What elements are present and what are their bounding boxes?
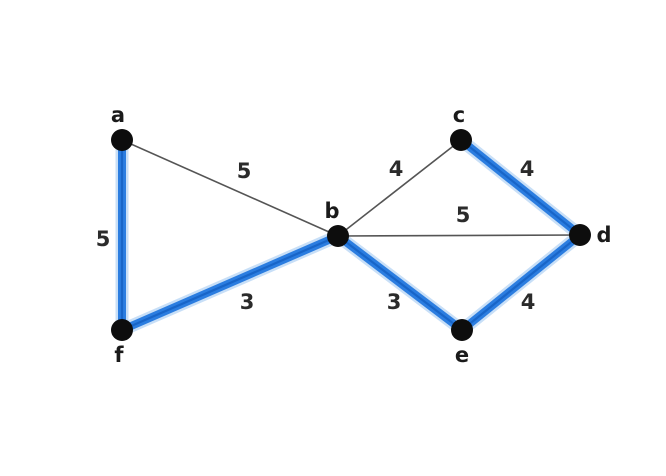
edge-weight-e-d: 4 bbox=[521, 290, 536, 314]
graph-node-e bbox=[451, 319, 473, 341]
graph-node-a bbox=[111, 129, 133, 151]
graph-node-d bbox=[569, 224, 591, 246]
graph-node-b bbox=[327, 225, 349, 247]
node-label-e: e bbox=[455, 343, 469, 367]
edge-core-layer bbox=[120, 138, 582, 332]
edge-weight-f-b: 3 bbox=[240, 290, 255, 314]
edge-core-f-b bbox=[120, 234, 340, 332]
node-label-b: b bbox=[324, 199, 339, 223]
edge-core-c-d bbox=[459, 138, 582, 237]
node-label-f: f bbox=[114, 343, 124, 367]
edge-plain-b-d bbox=[337, 234, 581, 237]
edge-core-b-e bbox=[336, 234, 464, 332]
graph-node-c bbox=[450, 129, 472, 151]
node-layer bbox=[111, 129, 591, 341]
node-label-d: d bbox=[596, 223, 611, 247]
weight-label-layer: 5 5 3 4 4 5 3 4 bbox=[96, 157, 536, 314]
edge-weight-b-d: 5 bbox=[456, 203, 471, 227]
edge-weight-b-c: 4 bbox=[389, 157, 404, 181]
node-label-c: c bbox=[453, 103, 465, 127]
graph-node-f bbox=[111, 319, 133, 341]
edge-weight-a-f: 5 bbox=[96, 227, 111, 251]
edge-plain-b-c bbox=[337, 139, 462, 237]
edge-weight-c-d: 4 bbox=[520, 157, 535, 181]
edge-plain-a-b bbox=[121, 139, 339, 237]
edge-core-e-d bbox=[460, 233, 582, 332]
edge-weight-a-b: 5 bbox=[237, 159, 252, 183]
node-label-a: a bbox=[111, 103, 125, 127]
node-label-layer: a b c d e f bbox=[111, 103, 612, 367]
edge-weight-b-e: 3 bbox=[387, 290, 402, 314]
